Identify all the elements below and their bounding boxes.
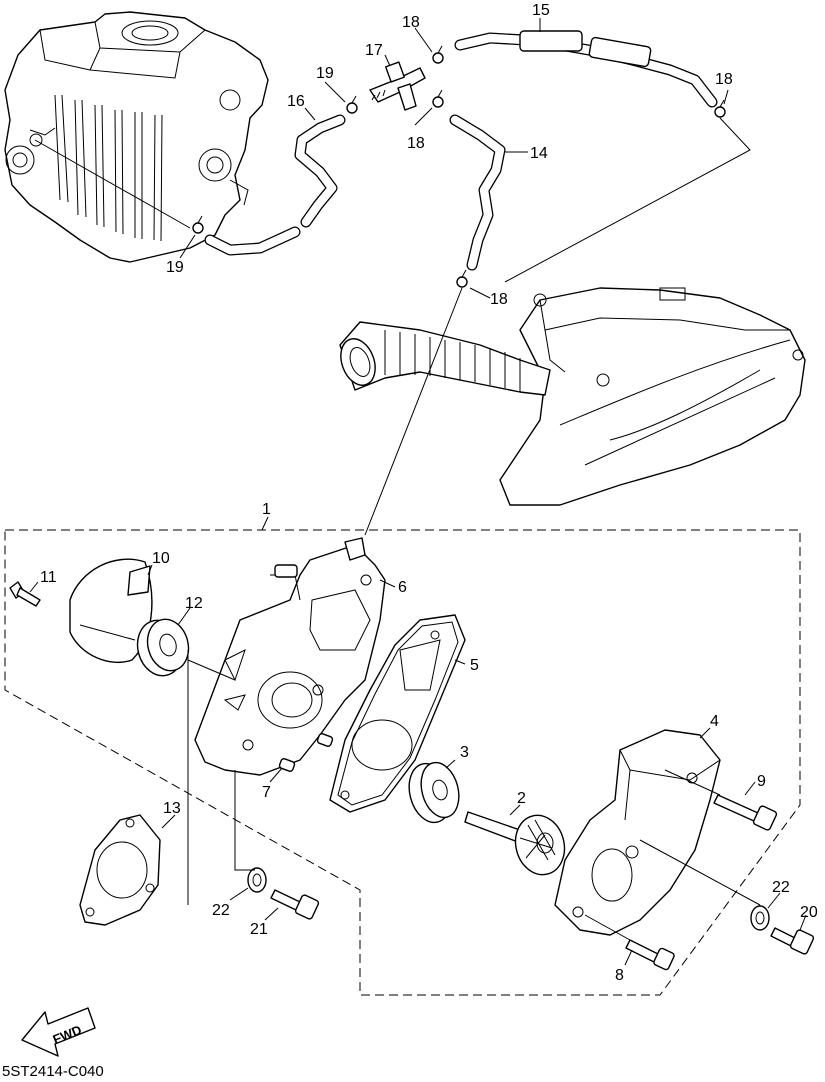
callout-12: 12 xyxy=(185,595,203,612)
bearing-12 xyxy=(136,618,190,677)
clamp-19b xyxy=(192,215,204,234)
callout-18c: 18 xyxy=(715,71,733,88)
callout-18b: 18 xyxy=(407,135,425,152)
impeller-2 xyxy=(464,811,566,876)
t-joint-17 xyxy=(369,61,426,111)
breather-hoses xyxy=(204,30,718,271)
callout-19a: 19 xyxy=(316,65,334,82)
diagram-code: 5ST2414-C040 xyxy=(2,1063,104,1080)
callout-2: 2 xyxy=(517,790,526,807)
pump-cover-4 xyxy=(554,729,721,936)
callout-15: 15 xyxy=(532,2,550,19)
callout-3: 3 xyxy=(460,744,469,761)
washer-22-right xyxy=(750,905,770,931)
clamp-19a xyxy=(346,95,358,114)
gasket-13 xyxy=(79,814,161,926)
clamp-18b xyxy=(432,89,444,108)
intake-duct xyxy=(339,321,551,396)
callout-5: 5 xyxy=(470,657,479,674)
callout-19b: 19 xyxy=(166,259,184,276)
clamp-18a xyxy=(432,45,444,64)
callout-9: 9 xyxy=(757,773,766,790)
callout-10: 10 xyxy=(152,550,170,567)
leader-lines xyxy=(29,18,807,966)
screw-11 xyxy=(9,581,41,607)
callout-14: 14 xyxy=(530,145,548,162)
clamp-18c xyxy=(714,99,726,118)
callout-16: 16 xyxy=(287,93,305,110)
seal-3 xyxy=(408,761,460,824)
callout-22a: 22 xyxy=(212,902,230,919)
bolt-20 xyxy=(770,927,815,955)
bolt-9 xyxy=(713,794,778,831)
callout-1: 1 xyxy=(262,501,271,518)
callout-18d: 18 xyxy=(490,291,508,308)
clamp-18d xyxy=(456,269,468,288)
assembly-1-outline xyxy=(4,529,801,996)
washer-22-left xyxy=(247,867,267,893)
callout-labels: 1 2 3 4 5 6 7 8 9 10 11 12 13 14 15 16 1… xyxy=(40,2,818,984)
callout-4: 4 xyxy=(710,713,719,730)
callout-22b: 22 xyxy=(772,879,790,896)
dowel-7 xyxy=(278,733,334,772)
bolt-21 xyxy=(270,889,320,920)
gasket-5 xyxy=(329,614,466,813)
fwd-arrow-icon: FWD xyxy=(21,1007,96,1057)
callout-17: 17 xyxy=(365,42,383,59)
callout-21: 21 xyxy=(250,921,268,938)
hose-clamps xyxy=(192,45,726,288)
callout-18a: 18 xyxy=(402,14,420,31)
callout-20: 20 xyxy=(800,904,818,921)
callout-7: 7 xyxy=(262,784,271,801)
bolt-8 xyxy=(625,939,675,971)
plate-10 xyxy=(69,558,153,664)
pump-housing-6 xyxy=(194,537,386,776)
air-filter-case xyxy=(499,287,806,506)
callout-13: 13 xyxy=(163,800,181,817)
callout-11: 11 xyxy=(40,569,57,586)
callout-8: 8 xyxy=(615,967,624,984)
callout-6: 6 xyxy=(398,579,407,596)
engine-cylinder-block xyxy=(4,11,269,263)
